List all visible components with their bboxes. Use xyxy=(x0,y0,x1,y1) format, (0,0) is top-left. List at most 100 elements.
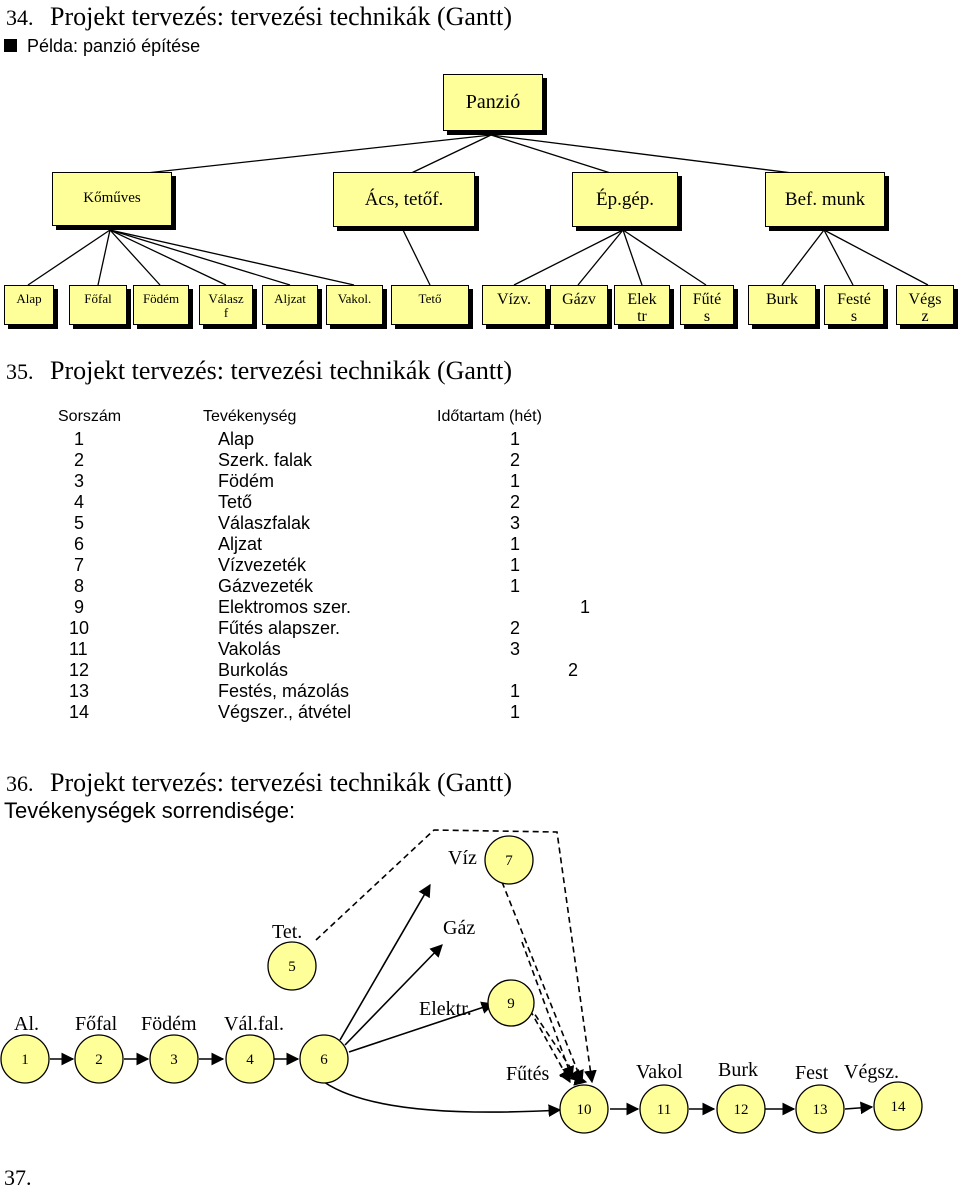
tree-leaf-vizv: Vízv. xyxy=(482,285,546,325)
label-valfal: Vál.fal. xyxy=(224,1013,284,1035)
cell-activity: Vakolás xyxy=(218,639,281,659)
section-number: 34. xyxy=(6,5,34,30)
tree-group-befmunk: Bef. munk xyxy=(765,172,885,227)
tree-leaf-vakol: Vakol. xyxy=(326,285,383,325)
node-4-label: 4 xyxy=(246,1052,254,1068)
tree-leaf-valaszf: Válasz f xyxy=(199,285,253,325)
bullet-line: Példa: panzió építése xyxy=(4,36,200,57)
cell-activity: Födém xyxy=(218,471,275,491)
node-2-label: 2 xyxy=(95,1052,103,1068)
cell-num: 14 xyxy=(69,702,90,722)
activity-network-diagram: 1 2 3 4 5 6 7 9 10 11 12 13 14 Al. Főfal… xyxy=(0,829,923,1134)
label-elektr: Elektr. xyxy=(419,998,472,1020)
node-1 xyxy=(0,1034,50,1084)
cell-activity: Szerk. falak xyxy=(218,450,313,470)
tree-leaf-alap: Alap xyxy=(4,285,54,325)
cell-activity: Végszer., átvétel xyxy=(218,702,352,722)
cell-activity: Burkolás xyxy=(218,660,289,680)
node-2 xyxy=(74,1034,124,1084)
section-heading-34: 34. Projekt tervezés: tervezési techniká… xyxy=(6,2,512,32)
header-idotartam: Időtartam (hét) xyxy=(437,408,542,425)
cell-duration: 1 xyxy=(510,471,521,491)
node-7 xyxy=(484,835,534,885)
edge-13-14 xyxy=(844,1101,874,1115)
table-row: 10 Fűtés alapszer. 2 xyxy=(0,618,960,639)
table-header: Sorszám Tevékenység Időtartam (hét) xyxy=(0,408,960,429)
activity-table: Sorszám Tevékenység Időtartam (hét) 1 Ala… xyxy=(0,408,960,728)
cell-num: 3 xyxy=(74,471,85,491)
section-title: Projekt tervezés: tervezési technikák (G… xyxy=(50,2,513,31)
tree-leaf-burk: Burk xyxy=(748,285,816,325)
cell-duration: 3 xyxy=(510,639,521,659)
cell-activity: Fűtés alapszer. xyxy=(218,618,341,638)
label-vakol: Vakol xyxy=(636,1061,683,1083)
cell-num: 9 xyxy=(74,597,85,617)
table-row: 3 Födém 1 xyxy=(0,471,960,492)
cell-num: 13 xyxy=(69,681,90,701)
cell-duration: 2 xyxy=(510,492,521,512)
label-fest: Fest xyxy=(795,1062,829,1084)
cell-num: 4 xyxy=(74,492,85,512)
label-futes: Fűtés xyxy=(506,1063,550,1085)
section-title: Projekt tervezés: tervezési technikák (G… xyxy=(50,768,513,797)
cell-num: 2 xyxy=(74,450,85,470)
tree-group-acs: Ács, tetőf. xyxy=(333,172,475,227)
label-vegsz: Végsz. xyxy=(844,1061,899,1083)
label-fodem: Födém xyxy=(141,1013,197,1035)
cell-activity: Alap xyxy=(218,429,255,449)
cell-duration: 2 xyxy=(510,618,521,638)
node-12-label: 12 xyxy=(734,1102,749,1118)
header-sorszam: Sorszám xyxy=(58,408,122,425)
edge-5-viz-dashed xyxy=(315,829,597,1084)
edge-9-dashed xyxy=(523,997,581,1084)
tree-group-komuves: Kőműves xyxy=(52,172,172,226)
cell-num: 11 xyxy=(69,639,88,659)
tree-leaf-elektr: Elek tr xyxy=(614,285,670,325)
cell-activity: Aljzat xyxy=(218,534,263,554)
cell-activity: Festés, mázolás xyxy=(218,681,350,701)
section-heading-37: 37. xyxy=(4,1162,32,1192)
tree-leaf-teto: Tető xyxy=(391,285,469,325)
node-11 xyxy=(639,1084,689,1134)
cell-duration: 2 xyxy=(568,660,579,680)
node-13-label: 13 xyxy=(813,1102,828,1118)
tree-leaf-vegsz: Végs z xyxy=(896,285,954,325)
header-tevekenyseg: Tevékenység xyxy=(203,408,297,425)
section-heading-35: 35. Projekt tervezés: tervezési techniká… xyxy=(6,356,512,386)
node-9 xyxy=(487,979,535,1027)
label-viz: Víz xyxy=(448,847,477,869)
cell-num: 8 xyxy=(74,576,85,596)
label-gaz: Gáz xyxy=(443,917,475,939)
node-6 xyxy=(299,1034,349,1084)
section-heading-36: 36. Projekt tervezés: tervezési techniká… xyxy=(6,768,512,798)
node-5 xyxy=(267,941,317,991)
cell-duration: 1 xyxy=(510,429,521,449)
node-1-label: 1 xyxy=(21,1052,29,1068)
cell-duration: 1 xyxy=(510,555,521,575)
node-9-label: 9 xyxy=(507,996,515,1012)
label-fofal: Főfal xyxy=(75,1013,118,1035)
cell-num: 7 xyxy=(74,555,85,575)
cell-duration: 3 xyxy=(510,513,521,533)
node-4 xyxy=(225,1034,275,1084)
node-13 xyxy=(795,1084,845,1134)
node-12 xyxy=(716,1084,766,1134)
bullet-text: Példa: panzió építése xyxy=(27,36,201,56)
cell-duration: 2 xyxy=(510,450,521,470)
cell-duration: 1 xyxy=(580,597,591,617)
edge-gaz-dashed xyxy=(521,941,575,1080)
node-3 xyxy=(149,1034,199,1084)
section-number: 36. xyxy=(6,771,34,796)
node-6-label: 6 xyxy=(320,1052,328,1068)
edge-elektr-dashed xyxy=(529,1009,571,1084)
cell-num: 6 xyxy=(74,534,85,554)
cell-num: 10 xyxy=(69,618,90,638)
table-row: 11 Vakolás 3 xyxy=(0,639,960,660)
label-tet: Tet. xyxy=(272,921,302,943)
